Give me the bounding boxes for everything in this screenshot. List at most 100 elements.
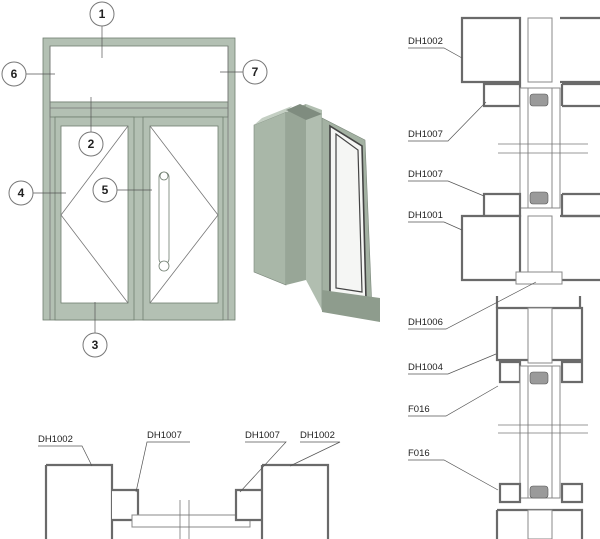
drawing-line bbox=[527, 17, 553, 83]
label-dh1001: DH1001 bbox=[408, 210, 463, 231]
callout-4: 4 bbox=[8, 180, 66, 206]
part-label: DH1007 bbox=[408, 129, 443, 140]
part-label: 6 bbox=[11, 67, 18, 81]
drawing-line bbox=[289, 441, 341, 467]
vertical-section: DH1002 DH1007 DH1007 DH1001 DH1006 DH100… bbox=[408, 16, 600, 539]
part-label: DH1004 bbox=[408, 362, 443, 373]
drawing-line bbox=[286, 104, 306, 285]
drawing-line bbox=[527, 307, 553, 364]
drawing-line bbox=[135, 441, 190, 493]
drawing-line bbox=[498, 482, 522, 504]
part-label: DH1001 bbox=[408, 210, 443, 221]
drawing-line bbox=[408, 385, 499, 417]
drawing-line bbox=[242, 59, 268, 85]
horizontal-section: DH1002 DH1007 DH1007 DH1002 bbox=[38, 430, 341, 539]
label-dh1002-right: DH1002 bbox=[289, 430, 341, 467]
drawing-line bbox=[234, 488, 262, 522]
drawing-line bbox=[92, 177, 118, 203]
label-dh1006: DH1006 bbox=[408, 281, 537, 330]
drawing-line bbox=[1, 61, 27, 87]
label-dh1007-right: DH1007 bbox=[239, 430, 287, 493]
part-label: DH1007 bbox=[147, 430, 182, 441]
part-label: DH1002 bbox=[408, 36, 443, 47]
left-opening-indicator bbox=[60, 125, 129, 304]
drawing-line bbox=[44, 463, 114, 539]
label-dh1002-left: DH1002 bbox=[38, 434, 93, 467]
part-label: DH1007 bbox=[245, 430, 280, 441]
drawing-line bbox=[408, 47, 463, 59]
drawing-line bbox=[38, 445, 93, 467]
part-label: 5 bbox=[102, 183, 109, 197]
drawing-line bbox=[112, 488, 140, 522]
part-label: 7 bbox=[252, 65, 259, 79]
callout-2: 2 bbox=[78, 97, 104, 157]
drawing-line bbox=[260, 463, 330, 539]
label-f016-b: F016 bbox=[408, 448, 499, 491]
drawing-line bbox=[408, 281, 537, 330]
profile-3d-render bbox=[253, 104, 380, 322]
label-f016-a: F016 bbox=[408, 385, 499, 417]
drawing-line bbox=[515, 271, 563, 285]
part-label: DH1002 bbox=[38, 434, 73, 445]
part-label: DH1002 bbox=[300, 430, 335, 441]
drawing-line bbox=[482, 192, 522, 218]
drawing-line bbox=[527, 87, 553, 209]
drawing-line bbox=[527, 365, 553, 499]
drawing-line bbox=[335, 132, 363, 293]
drawing-line bbox=[560, 16, 600, 84]
drawing-line bbox=[498, 360, 522, 384]
callout-7: 7 bbox=[220, 59, 268, 85]
part-label: DH1006 bbox=[408, 317, 443, 328]
drawing-line bbox=[408, 180, 485, 197]
drawing-line bbox=[408, 353, 497, 375]
drawing-line bbox=[460, 214, 522, 282]
drawing-line bbox=[527, 215, 553, 281]
door-handle bbox=[158, 171, 170, 265]
transom-glass bbox=[49, 45, 229, 103]
part-label: 3 bbox=[92, 338, 99, 352]
drawing-line bbox=[495, 296, 582, 308]
drawing-line bbox=[482, 82, 522, 108]
drawing-line bbox=[408, 101, 487, 142]
drawing-line bbox=[131, 514, 251, 528]
drawing-line bbox=[529, 191, 549, 205]
drawing-line bbox=[286, 104, 322, 120]
drawing-line bbox=[253, 111, 287, 286]
part-label: 4 bbox=[18, 186, 25, 200]
callout-3: 3 bbox=[82, 302, 108, 358]
label-dh1007-a: DH1007 bbox=[408, 101, 487, 142]
drawing-line bbox=[254, 106, 292, 125]
right-opening-indicator bbox=[149, 125, 219, 304]
label-dh1007-b: DH1007 bbox=[408, 169, 485, 197]
label-dh1002-top: DH1002 bbox=[408, 36, 463, 59]
drawing-line bbox=[239, 441, 287, 493]
drawing-line bbox=[460, 16, 522, 84]
transom-bar bbox=[49, 101, 229, 118]
part-label: F016 bbox=[408, 404, 430, 415]
callout-1: 1 bbox=[89, 1, 115, 58]
drawing-line bbox=[560, 214, 600, 282]
drawing-line bbox=[560, 360, 584, 384]
drawing-line bbox=[560, 482, 584, 504]
drawing-line bbox=[408, 221, 463, 231]
drawing-line bbox=[306, 104, 322, 310]
drawing-line bbox=[529, 371, 549, 385]
drawing-line bbox=[159, 171, 169, 181]
drawing-line bbox=[89, 1, 115, 27]
part-label: 1 bbox=[99, 7, 106, 21]
drawing-line bbox=[158, 260, 170, 272]
part-label: F016 bbox=[408, 448, 430, 459]
drawing-line bbox=[78, 131, 104, 157]
drawing-line bbox=[529, 93, 549, 107]
part-label: 2 bbox=[88, 137, 95, 151]
drawing-line bbox=[529, 485, 549, 499]
callout-5: 5 bbox=[92, 177, 152, 203]
callout-6: 6 bbox=[1, 61, 55, 87]
window-elevation: 1 2 3 4 5 6 7 bbox=[1, 1, 268, 358]
part-label: DH1007 bbox=[408, 169, 443, 180]
drawing-line bbox=[322, 290, 380, 322]
drawing-line bbox=[527, 509, 553, 539]
drawing-line bbox=[82, 332, 108, 358]
